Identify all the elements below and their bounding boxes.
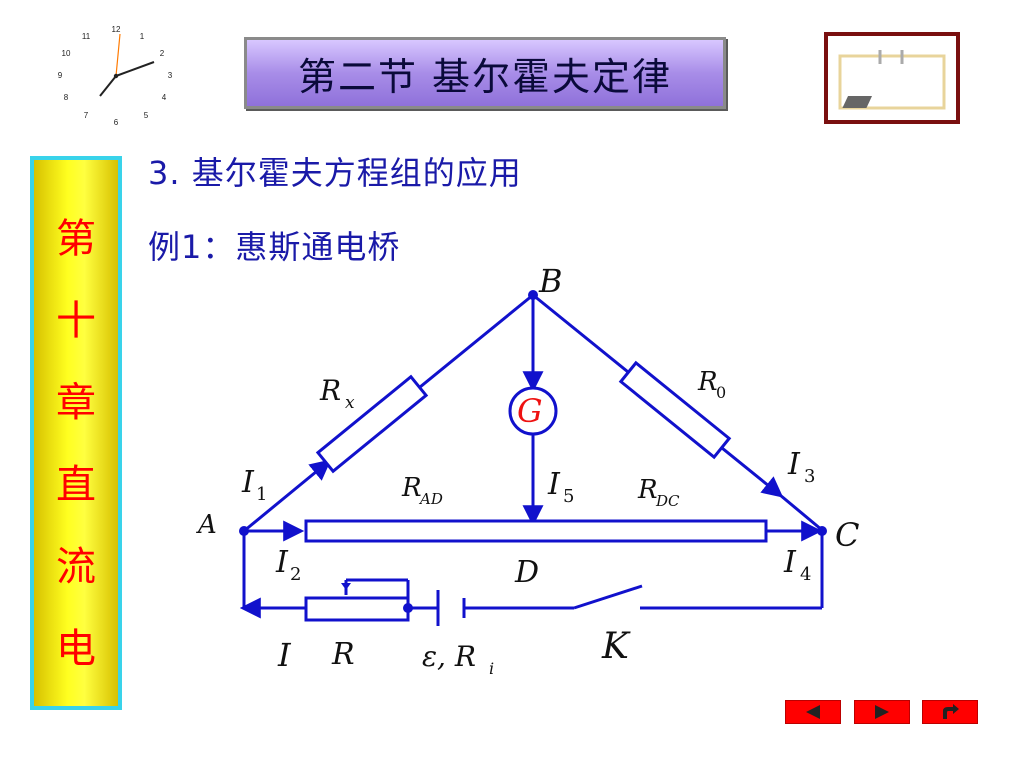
label-emf: ε, R (422, 640, 476, 673)
label-i4-sub: 4 (800, 564, 811, 585)
svg-text:11: 11 (82, 32, 91, 41)
return-icon (943, 704, 959, 719)
label-r0: R (697, 367, 718, 397)
resistor-r0 (618, 360, 732, 460)
node-a (239, 526, 249, 536)
switch-k (573, 584, 643, 610)
label-b: B (538, 262, 563, 300)
galvanometer (508, 386, 558, 436)
label-g: G (517, 392, 543, 430)
sidebar-char: 章 (56, 380, 96, 426)
prev-button[interactable] (785, 700, 841, 724)
svg-text:2: 2 (160, 49, 165, 58)
svg-text:9: 9 (58, 71, 63, 80)
label-i2: I (275, 545, 289, 580)
node-c (817, 526, 827, 536)
sidebar-char: 十 (56, 298, 96, 344)
label-a: A (196, 510, 217, 540)
svg-text:1: 1 (140, 32, 145, 41)
resistor-rx (315, 374, 429, 474)
svg-text:10: 10 (62, 49, 71, 58)
sidebar-char: 第 (56, 216, 96, 262)
sidebar-char: 电 (56, 626, 96, 672)
thumbnail-icon[interactable] (824, 32, 960, 124)
wheatstone-bridge-diagram: B A C D G R x R 0 R AD R DC I 1 I 2 I 3 … (196, 262, 859, 678)
label-i5: I (547, 467, 561, 502)
label-i3: I (787, 447, 801, 482)
svg-text:8: 8 (64, 93, 69, 102)
label-i3-sub: 3 (804, 466, 815, 487)
label-rx-sub: x (345, 393, 355, 413)
label-d: D (514, 555, 539, 590)
label-i5-sub: 5 (563, 486, 574, 507)
rheostat-r (304, 596, 410, 622)
label-k: K (601, 626, 631, 667)
next-button[interactable] (854, 700, 910, 724)
example-label: 例1：惠斯通电桥 (148, 228, 401, 266)
label-i4: I (783, 545, 797, 580)
prev-icon (806, 705, 820, 719)
label-c: C (835, 516, 859, 554)
wire-r0-c (779, 493, 823, 532)
label-i: I (277, 636, 292, 674)
label-rdc-sub: DC (655, 492, 680, 510)
label-rdc: R (637, 475, 658, 505)
svg-text:4: 4 (162, 93, 167, 102)
chapter-sidebar: 第 十 章 直 流 电 (30, 156, 122, 710)
page-title: 第二节 基尔霍夫定律 (297, 54, 673, 99)
sidebar-char: 直 (56, 462, 96, 508)
svg-text:12: 12 (112, 25, 121, 34)
node-rheostat (403, 603, 413, 613)
label-i2-sub: 2 (290, 564, 301, 585)
svg-text:3: 3 (168, 71, 173, 80)
next-icon (875, 705, 889, 719)
label-rad: R (401, 473, 422, 503)
label-i1: I (241, 465, 255, 500)
label-r: R (331, 637, 355, 672)
svg-text:6: 6 (114, 118, 119, 126)
svg-text:7: 7 (84, 111, 89, 120)
return-button[interactable] (922, 700, 978, 724)
label-i1-sub: 1 (256, 484, 267, 505)
label-rx: R (319, 374, 341, 407)
wire-a-rx (243, 459, 332, 533)
label-emf-sub: i (489, 659, 494, 678)
node-b (528, 290, 538, 300)
svg-text:5: 5 (144, 111, 149, 120)
title-banner: 第二节 基尔霍夫定律 (244, 37, 726, 109)
label-rad-sub: AD (418, 490, 443, 508)
sidebar-char: 流 (56, 544, 96, 590)
slide-wire (304, 519, 768, 543)
label-r0-sub: 0 (716, 383, 726, 402)
section-heading: 3. 基尔霍夫方程组的应用 (148, 154, 522, 192)
